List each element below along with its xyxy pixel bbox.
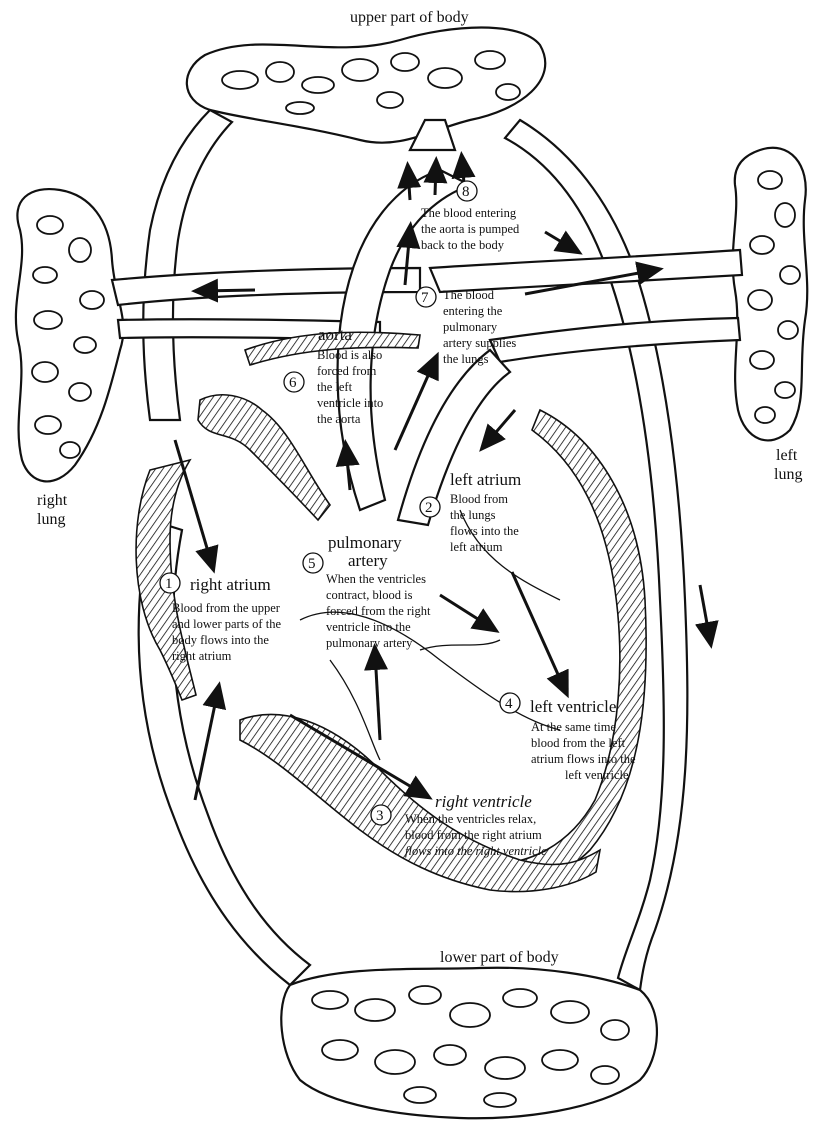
step-3-line-3: flows into the right ventricle xyxy=(405,844,547,858)
left-lung xyxy=(733,148,808,441)
left-lung-label-2: lung xyxy=(774,466,802,483)
step-7-line-4: artery supplies xyxy=(443,336,516,350)
step-4-left-ventricle: 4 left ventricle At the same time blood … xyxy=(500,693,636,782)
step-2-line-1: Blood from xyxy=(450,492,508,506)
step-4-line-1: At the same time xyxy=(531,720,616,734)
right-lung-label-1: right xyxy=(37,492,68,509)
step-3-title: right ventricle xyxy=(435,792,532,811)
right-lung-label-2: lung xyxy=(37,511,65,528)
step-7-line-5: the lungs xyxy=(443,352,489,366)
step-6-title: aorta xyxy=(318,325,352,344)
step-7-number: 7 xyxy=(421,290,429,306)
step-5-number: 5 xyxy=(308,556,316,572)
step-6-line-5: the aorta xyxy=(317,412,361,426)
step-5-line-3: forced from the right xyxy=(326,604,431,618)
step-6-line-3: the left xyxy=(317,380,353,394)
step-4-line-4: left ventricle xyxy=(565,768,629,782)
step-7-line-2: entering the xyxy=(443,304,503,318)
step-1-line-3: body flows into the xyxy=(172,633,269,647)
step-8-line-1: The blood entering xyxy=(421,206,517,220)
step-5-line-1: When the ventricles xyxy=(326,572,426,586)
step-7-line-3: pulmonary xyxy=(443,320,498,334)
step-6-number: 6 xyxy=(289,375,297,391)
step-4-line-3: atrium flows into the xyxy=(531,752,636,766)
upper-body-label: upper part of body xyxy=(350,9,469,26)
step-2-number: 2 xyxy=(425,500,433,516)
step-8-line-2: the aorta is pumped xyxy=(421,222,520,236)
step-1-line-1: Blood from the upper xyxy=(172,601,281,615)
step-2-line-2: the lungs xyxy=(450,508,496,522)
step-2-line-4: left atrium xyxy=(450,540,503,554)
step-1-line-4: right atrium xyxy=(172,649,232,663)
step-8-number: 8 xyxy=(462,184,470,200)
step-3-line-2: blood from the right atrium xyxy=(405,828,542,842)
step-4-number: 4 xyxy=(505,696,513,712)
step-3-number: 3 xyxy=(376,808,384,824)
step-5-title-1: pulmonary xyxy=(328,533,402,552)
step-5-pulmonary-artery: 5 pulmonary artery When the ventricles c… xyxy=(303,533,431,650)
lower-body-label: lower part of body xyxy=(440,949,559,966)
step-6-line-4: ventricle into xyxy=(317,396,383,410)
step-1-title: right atrium xyxy=(190,575,271,594)
step-3-line-1: When the ventricles relax, xyxy=(405,812,536,826)
step-4-line-2: blood from the left xyxy=(531,736,626,750)
step-1-right-atrium: 1 right atrium Blood from the upper and … xyxy=(160,573,281,663)
step-5-title-2: artery xyxy=(348,551,388,570)
step-6-line-1: Blood is also xyxy=(317,348,382,362)
step-1-number: 1 xyxy=(165,576,173,592)
step-2-line-3: flows into the xyxy=(450,524,519,538)
right-lung xyxy=(16,189,123,481)
upper-body-capillaries xyxy=(187,28,545,143)
left-lung-label-1: left xyxy=(776,447,798,464)
step-5-line-4: ventricle into the xyxy=(326,620,411,634)
lower-body-capillaries xyxy=(281,968,657,1119)
step-5-line-5: pulmonary artery xyxy=(326,636,413,650)
step-5-line-2: contract, blood is xyxy=(326,588,413,602)
step-4-title: left ventricle xyxy=(530,697,616,716)
step-8-line-3: back to the body xyxy=(421,238,505,252)
step-2-title: left atrium xyxy=(450,470,521,489)
step-7-line-1: The blood xyxy=(443,288,495,302)
step-6-line-2: forced from xyxy=(317,364,377,378)
step-1-line-2: and lower parts of the xyxy=(172,617,281,631)
